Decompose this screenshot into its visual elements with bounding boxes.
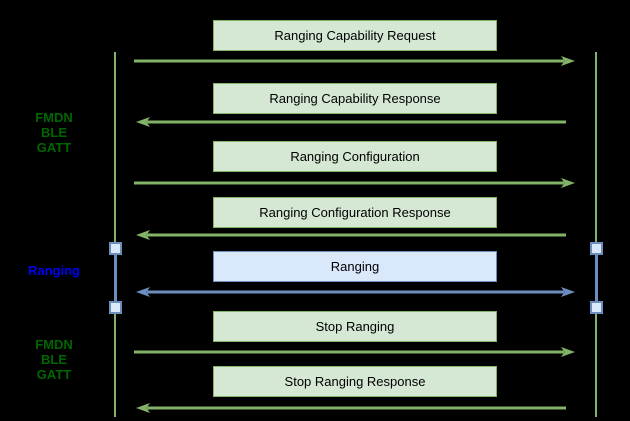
activation-marker bbox=[109, 301, 122, 314]
arrow-right-icon bbox=[134, 347, 575, 357]
message-box: Stop Ranging Response bbox=[213, 366, 497, 397]
label-line: FMDN bbox=[35, 110, 73, 125]
label-line: BLE bbox=[41, 125, 67, 140]
label-fmdn-ble-gatt-bottom: FMDN BLE GATT bbox=[18, 337, 90, 382]
label-line: Ranging bbox=[28, 263, 80, 278]
message-label: Ranging Capability Response bbox=[269, 91, 441, 106]
lifeline-left bbox=[114, 52, 116, 417]
message-label: Ranging bbox=[330, 259, 380, 274]
message-box: Ranging Configuration bbox=[213, 141, 497, 172]
message-label: Ranging Configuration bbox=[290, 149, 420, 164]
message-label: Ranging Configuration Response bbox=[259, 205, 451, 220]
activation-marker bbox=[109, 242, 122, 255]
label-line: BLE bbox=[41, 352, 67, 367]
activation-marker bbox=[590, 301, 603, 314]
label-line: GATT bbox=[36, 367, 72, 382]
activation-bar-right bbox=[595, 255, 598, 302]
arrow-both-icon bbox=[136, 287, 575, 297]
arrow-left-icon bbox=[136, 403, 566, 413]
message-box: Ranging Configuration Response bbox=[213, 197, 497, 228]
message-label: Stop Ranging bbox=[315, 319, 395, 334]
arrow-right-icon bbox=[134, 56, 575, 66]
arrow-left-icon bbox=[136, 230, 566, 240]
message-box: Ranging Capability Request bbox=[213, 20, 497, 51]
activation-marker bbox=[590, 242, 603, 255]
message-box: Stop Ranging bbox=[213, 311, 497, 342]
label-line: GATT bbox=[36, 140, 72, 155]
label-fmdn-ble-gatt-top: FMDN BLE GATT bbox=[18, 110, 90, 155]
activation-bar-left bbox=[114, 255, 117, 302]
message-label: Ranging Capability Request bbox=[274, 28, 436, 43]
label-ranging: Ranging bbox=[10, 263, 98, 278]
lifeline-right bbox=[595, 52, 597, 417]
arrow-left-icon bbox=[136, 117, 566, 127]
message-label: Stop Ranging Response bbox=[284, 374, 426, 389]
arrow-right-icon bbox=[134, 178, 575, 188]
label-line: FMDN bbox=[35, 337, 73, 352]
message-box: Ranging bbox=[213, 251, 497, 282]
message-box: Ranging Capability Response bbox=[213, 83, 497, 114]
